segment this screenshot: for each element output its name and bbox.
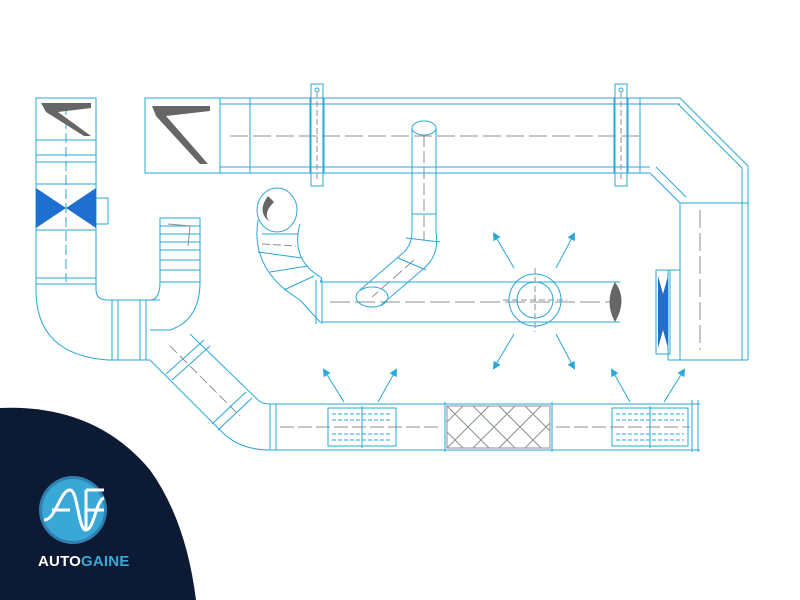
intake-box [149, 217, 201, 331]
brand-name: AUTOGAINE [38, 553, 130, 570]
damper-icon [36, 188, 66, 228]
grille-icon-right [611, 406, 689, 448]
brand-logo [39, 476, 107, 544]
brand-name-part2: GAINE [81, 553, 130, 570]
airflow-arrow-icon [322, 232, 686, 403]
brand-name-part1: AUTO [38, 553, 82, 570]
diagonal-duct [149, 333, 271, 451]
round-duct-inlet-icon [262, 196, 274, 222]
round-duct-end-icon [609, 282, 622, 322]
top-duct-vane-icon [152, 106, 210, 164]
round-duct [256, 120, 620, 324]
left-air-unit [35, 97, 160, 361]
damper-icon-right [66, 188, 96, 228]
left-unit-vane-icon [41, 103, 91, 136]
top-main-duct [144, 97, 749, 361]
diffuser-icon [503, 268, 567, 332]
fan-housing [655, 269, 671, 355]
filter-icon [446, 405, 551, 449]
hanger-left [310, 83, 324, 187]
lower-main-duct [269, 400, 700, 452]
fan-icon-right [658, 276, 668, 348]
grille-icon [327, 406, 397, 448]
hanger-right [614, 83, 628, 187]
